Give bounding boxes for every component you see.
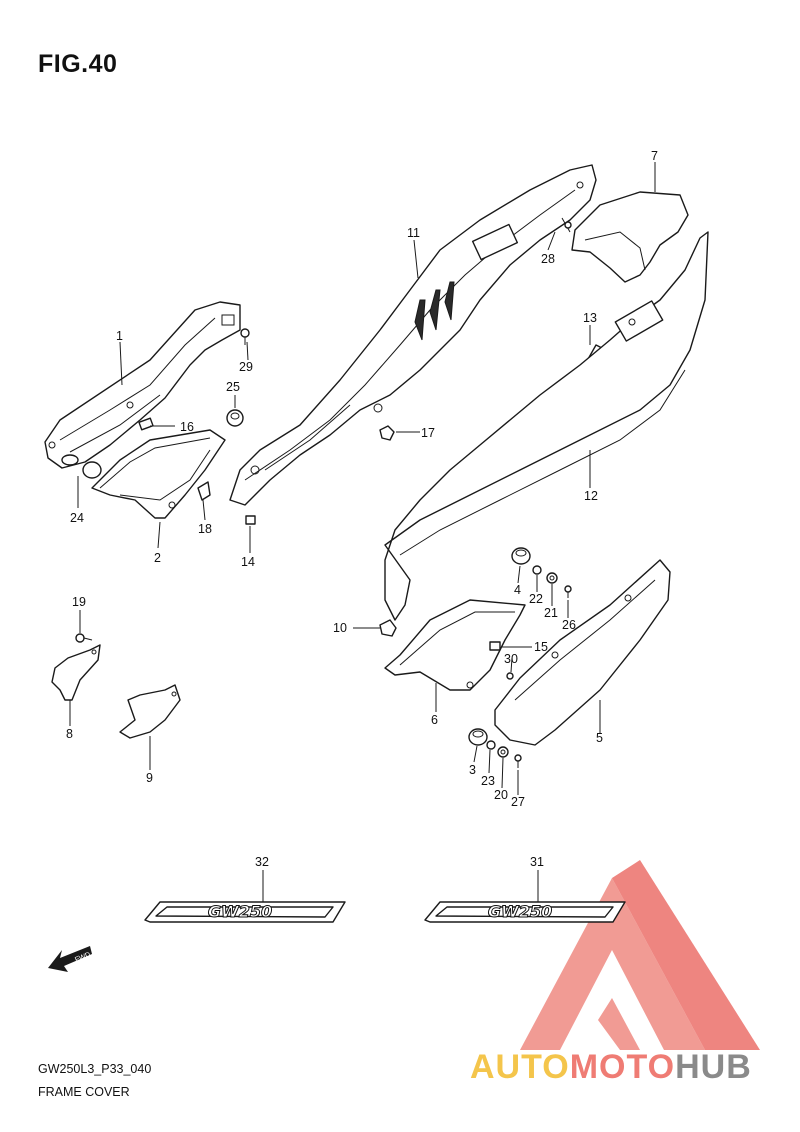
callout-32: 32 <box>255 855 269 869</box>
callout-23: 23 <box>481 774 495 788</box>
part-7-tail-cover <box>571 191 689 283</box>
watermark-text: AUTOMOTOHUB <box>470 1048 752 1087</box>
callout-8: 8 <box>66 727 73 741</box>
drawing-name: FRAME COVER <box>38 1085 130 1099</box>
part-16-clip <box>138 417 154 431</box>
watermark-part-hub: HUB <box>675 1048 752 1086</box>
part-28-screw <box>561 217 572 233</box>
callout-21: 21 <box>544 606 558 620</box>
callout-31: 31 <box>530 855 544 869</box>
part-25-cushion <box>226 409 244 427</box>
part-5-lower-side-cover <box>494 559 671 746</box>
callout-26: 26 <box>562 618 576 632</box>
callout-11: 11 <box>407 226 420 240</box>
figure-title: FIG.40 <box>38 50 118 78</box>
callout-19: 19 <box>72 595 86 609</box>
part-29-screw <box>240 328 250 345</box>
callout-1: 1 <box>116 329 123 343</box>
hardware-4-22-21-26 <box>511 547 572 598</box>
decal-32-text: GW250 <box>208 902 272 921</box>
callout-3: 3 <box>469 763 476 777</box>
part-8-bracket <box>51 644 101 701</box>
callout-4: 4 <box>514 583 521 597</box>
part-9-bracket <box>119 684 181 739</box>
watermark-logo <box>520 860 760 1050</box>
part-15-30-clip <box>489 641 514 680</box>
callout-15: 15 <box>534 640 548 654</box>
callout-27: 27 <box>511 795 525 809</box>
fwd-arrow-icon: FWD <box>48 946 92 972</box>
callout-17: 17 <box>421 426 435 440</box>
part-2-bracket <box>91 429 226 519</box>
callout-labels: 1 24 2 16 18 25 29 14 11 17 7 28 13 12 1… <box>66 149 658 869</box>
part-24-grommet <box>61 454 102 479</box>
part-10-nut <box>379 619 397 637</box>
callout-30: 30 <box>504 652 518 666</box>
callout-7: 7 <box>651 149 658 163</box>
part-32-decal: GW250 <box>144 901 346 923</box>
part-19-bolt <box>75 633 93 643</box>
callout-25: 25 <box>226 380 240 394</box>
hardware-3-23-20-27 <box>468 728 522 768</box>
callout-5: 5 <box>596 731 603 745</box>
callout-18: 18 <box>198 522 212 536</box>
part-11-rear-frame-cover <box>229 164 597 506</box>
callout-28: 28 <box>541 252 555 266</box>
callout-6: 6 <box>431 713 438 727</box>
callout-24: 24 <box>70 511 84 525</box>
callout-20: 20 <box>494 788 508 802</box>
callout-13: 13 <box>583 311 597 325</box>
callout-29: 29 <box>239 360 253 374</box>
part-31-decal: GW250 <box>424 901 626 923</box>
drawing-code: GW250L3_P33_040 <box>38 1062 152 1076</box>
part-14-clip <box>245 515 256 525</box>
callout-16: 16 <box>180 420 194 434</box>
part-18-clip <box>197 481 211 501</box>
part-12-rear-side-cover <box>384 231 709 621</box>
decal-31-text: GW250 <box>488 902 552 921</box>
callout-9: 9 <box>146 771 153 785</box>
part-1-left-front-cover <box>44 301 241 469</box>
callout-22: 22 <box>529 592 543 606</box>
leader-lines <box>69 162 656 902</box>
watermark-part-auto: AUTO <box>470 1048 570 1086</box>
watermark-part-moto: MOTO <box>569 1048 676 1086</box>
part-6-bracket <box>384 599 526 691</box>
callout-10: 10 <box>333 621 347 635</box>
part-17-nut <box>379 425 395 441</box>
callout-14: 14 <box>241 555 255 569</box>
callout-2: 2 <box>154 551 161 565</box>
callout-12: 12 <box>584 489 598 503</box>
